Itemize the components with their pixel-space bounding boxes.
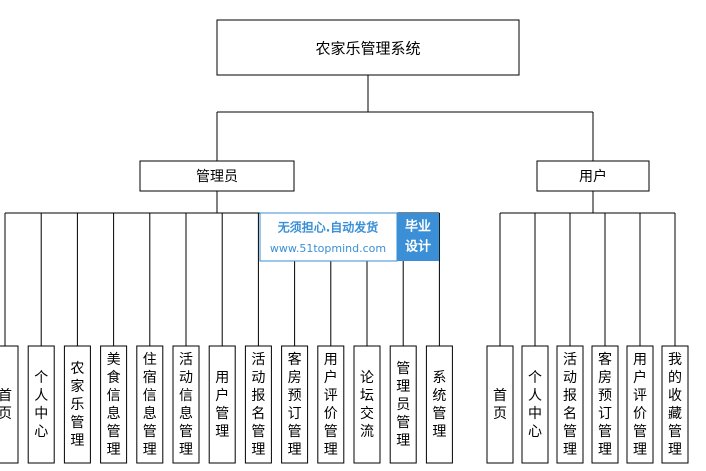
watermark-badge — [397, 213, 439, 261]
leaf-node-admin-10: 论坛交流 — [353, 345, 381, 464]
leaf-node-user-4: 用户评价管理 — [626, 345, 654, 464]
leaf-label-user-0: 首页 — [493, 388, 507, 422]
leaf-label-user-5: 我的收藏管理 — [668, 352, 682, 458]
leaf-node-user-5: 我的收藏管理 — [661, 345, 689, 464]
leaf-node-user-1: 个人中心 — [521, 345, 549, 464]
leaf-label-admin-9: 用户评价管理 — [324, 352, 338, 458]
leaf-label-admin-2: 农家乐管理 — [70, 361, 84, 449]
leaf-node-admin-5: 活动信息管理 — [172, 345, 200, 464]
root-label: 农家乐管理系统 — [315, 40, 420, 58]
leaf-label-admin-0: 首页 — [0, 388, 12, 422]
watermark-line2: www.51topmind.com — [270, 242, 386, 255]
branch-node-admin: 管理员 — [139, 160, 295, 192]
leaf-node-admin-9: 用户评价管理 — [317, 345, 345, 464]
leaf-label-admin-1: 个人中心 — [34, 370, 48, 440]
leaf-label-admin-10: 论坛交流 — [360, 370, 374, 440]
branch-node-user: 用户 — [536, 160, 650, 192]
leaf-node-user-2: 活动报名管理 — [556, 345, 584, 464]
leaf-node-admin-7: 活动报名管理 — [244, 345, 272, 464]
leaf-label-user-4: 用户评价管理 — [633, 352, 647, 458]
leaf-label-admin-7: 活动报名管理 — [251, 352, 265, 458]
leaf-label-user-1: 个人中心 — [528, 370, 542, 440]
leaf-label-user-3: 客房预订管理 — [598, 351, 612, 458]
watermark-badge-line1: 毕业 — [405, 219, 431, 235]
leaf-label-admin-3: 美食信息管理 — [107, 352, 121, 458]
leaf-node-admin-2: 农家乐管理 — [63, 345, 91, 464]
leaf-node-user-0: 首页 — [486, 345, 514, 464]
root-node: 农家乐管理系统 — [216, 19, 520, 76]
leaf-node-admin-4: 住宿信息管理 — [136, 345, 164, 464]
branch-label-user: 用户 — [579, 168, 607, 185]
leaf-label-admin-8: 客房预订管理 — [288, 351, 302, 458]
leaf-label-admin-12: 系统管理 — [432, 370, 446, 440]
leaf-node-admin-8: 客房预订管理 — [281, 345, 309, 464]
watermark-badge-line2: 设计 — [405, 239, 431, 255]
watermark-line1: 无须担心.自动发货 — [277, 220, 379, 235]
leaf-node-admin-0: 首页 — [0, 345, 19, 464]
leaf-label-user-2: 活动报名管理 — [563, 352, 577, 458]
branch-label-admin: 管理员 — [196, 169, 238, 185]
leaf-node-admin-6: 用户管理 — [208, 345, 236, 464]
watermark: 无须担心.自动发货 www.51topmind.com 毕业 设计 — [259, 212, 439, 262]
leaf-node-admin-3: 美食信息管理 — [100, 345, 128, 464]
leaf-node-user-3: 客房预订管理 — [591, 345, 619, 464]
leaf-node-admin-1: 个人中心 — [27, 345, 55, 464]
leaf-node-admin-11: 管理员管理 — [389, 345, 417, 464]
leaf-label-admin-5: 活动信息管理 — [179, 352, 193, 458]
leaf-node-admin-12: 系统管理 — [425, 345, 453, 464]
leaf-label-admin-4: 住宿信息管理 — [143, 352, 157, 458]
leaf-label-admin-6: 用户管理 — [215, 370, 229, 440]
leaf-label-admin-11: 管理员管理 — [396, 361, 410, 449]
